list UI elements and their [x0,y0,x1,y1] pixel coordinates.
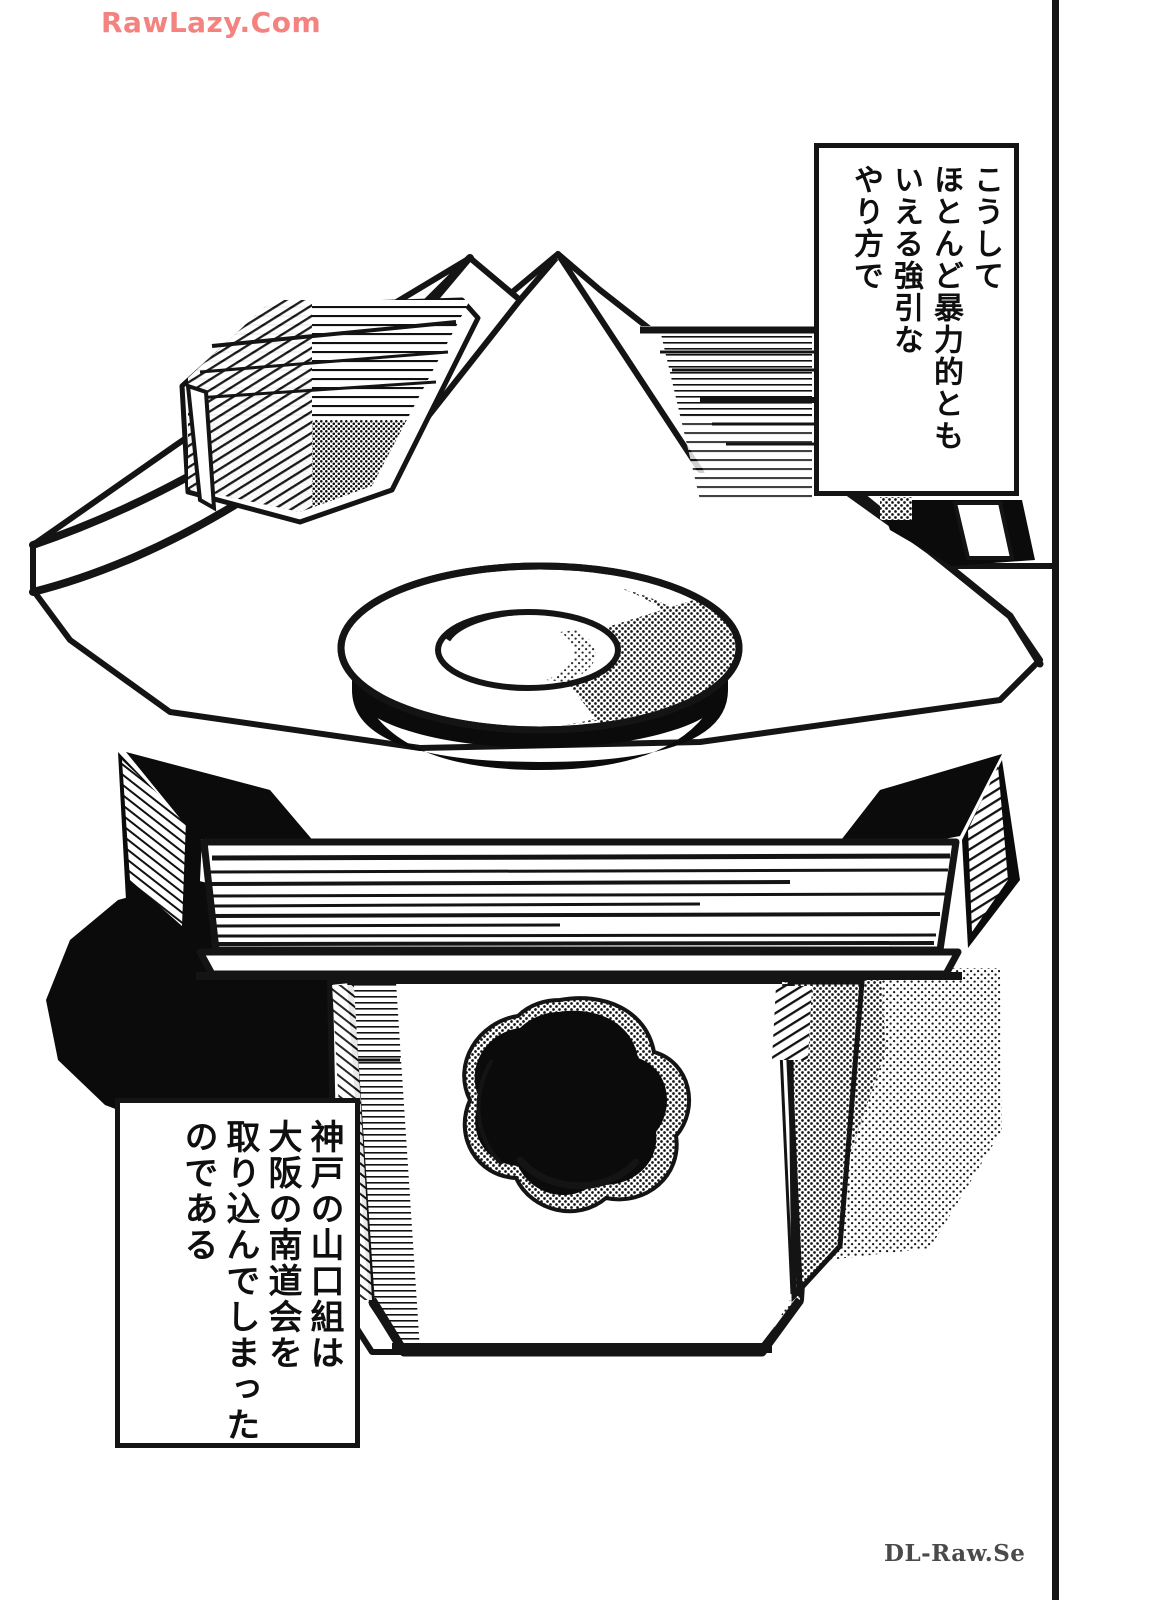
caption-line: ほとんど暴力的とも [928,164,963,452]
shrine-body [327,976,865,1357]
shrine-roof [29,251,1044,751]
caption-line: やり方で [848,164,883,292]
caption-box-top-right: こうして ほとんど暴力的とも いえる強引な やり方で [814,143,1019,496]
caption-line: 神戸の山口組は [304,1119,344,1371]
flower-opening [462,996,691,1214]
panel-border [880,0,1059,1600]
offering-dish [337,562,743,770]
caption-line: いえる強引な [888,164,923,356]
roof-right-gable-recess [640,326,818,500]
caption-line: こうして [968,164,1003,292]
caption-line: 取り込んでしまった [220,1119,260,1443]
watermark-bottom-right: DL-Raw.Se [884,1540,1026,1567]
caption-line: のである [178,1119,218,1263]
caption-line: 大阪の南道会を [262,1119,302,1371]
roof-right-eave-end [880,497,1035,566]
caption-box-bottom-left: 神戸の山口組は 大阪の南道会を 取り込んでしまった のである [115,1098,360,1448]
shrine-middle-rail [118,752,1020,980]
watermark-top-left: RawLazy.Com [101,6,322,39]
